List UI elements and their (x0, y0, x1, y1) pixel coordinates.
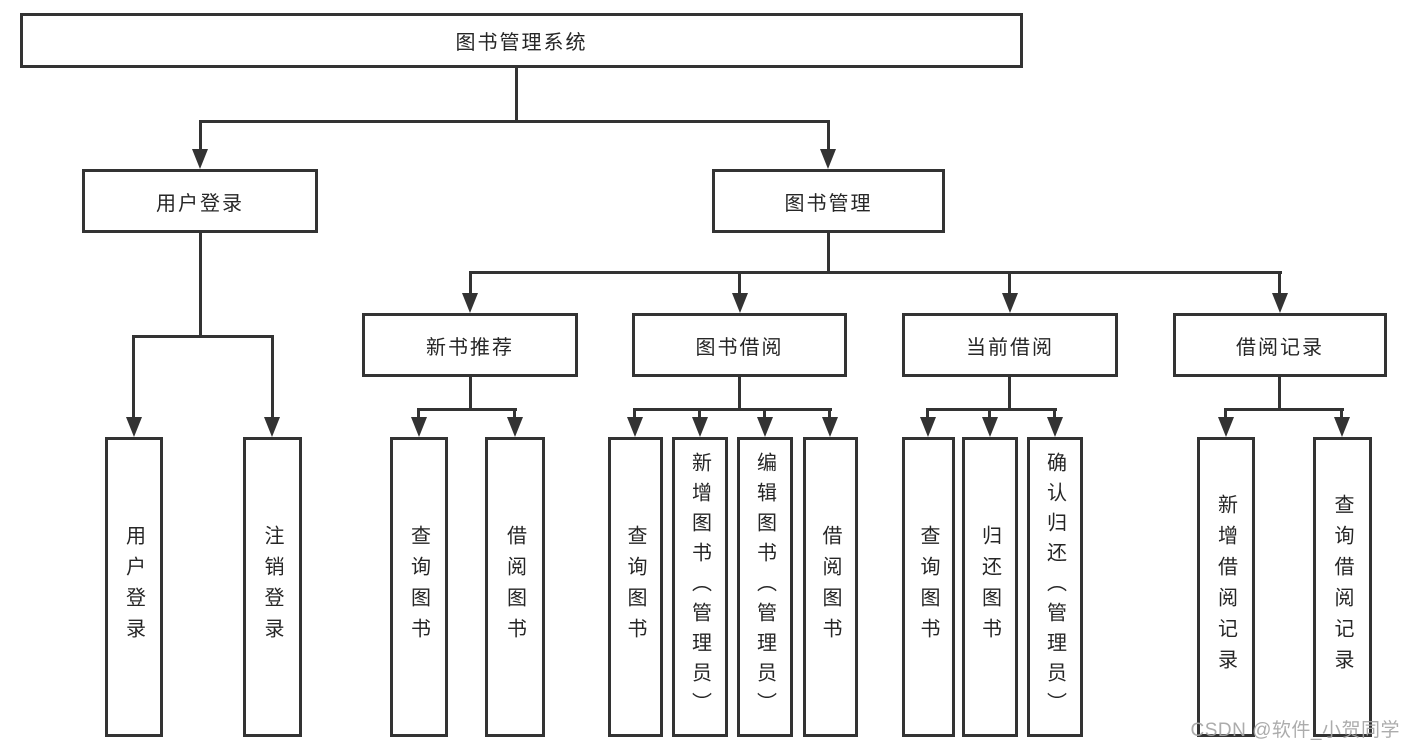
node-new-book-recommendation: 新书推荐 (362, 313, 578, 377)
leaf-confirm-return-admin: 确认归还（管理员） (1027, 437, 1083, 737)
node-borrowing-records: 借阅记录 (1173, 313, 1387, 377)
connector-root-vline (515, 68, 518, 120)
leaf-query-books-1: 查询图书 (390, 437, 448, 737)
connector-current-arrow-line (926, 408, 929, 417)
node-book-management: 图书管理 (712, 169, 945, 233)
node-current-borrowing: 当前借阅 (902, 313, 1118, 377)
connector-bookmgmt-arrow-line (469, 271, 472, 293)
leaf-logout: 注销登录 (243, 437, 302, 737)
connector-userlogin-hline (133, 335, 274, 338)
arrow-down-icon (820, 149, 836, 169)
leaf-query-books-3: 查询图书 (902, 437, 955, 737)
arrow-down-icon (627, 417, 643, 437)
node-label: 查询图书 (407, 525, 430, 649)
connector-borrowing-arrow-line (633, 408, 636, 417)
arrow-down-icon (1334, 417, 1350, 437)
connector-records-arrow-line (1224, 408, 1227, 417)
connector-current-arrow-line (1053, 408, 1056, 417)
connector-records-vline (1278, 377, 1281, 408)
node-label: 借阅图书 (503, 525, 526, 649)
connector-borrowing-arrow-line (828, 408, 831, 417)
leaf-borrow-books-2: 借阅图书 (803, 437, 858, 737)
node-book-borrowing: 图书借阅 (632, 313, 847, 377)
node-label: 注销登录 (261, 525, 283, 649)
connector-userlogin-arrow-line (271, 335, 274, 417)
leaf-borrow-books-1: 借阅图书 (485, 437, 545, 737)
node-label: 借阅记录 (1236, 336, 1324, 359)
connector-userlogin-arrow-line (132, 335, 135, 417)
node-user-login: 用户登录 (82, 169, 318, 233)
csdn-watermark: CSDN @软件_小贺同学 (1190, 720, 1400, 741)
arrow-down-icon (1047, 417, 1063, 437)
arrow-down-icon (920, 417, 936, 437)
connector-root-arrow-line (199, 120, 202, 149)
connector-records-hline (1225, 408, 1344, 411)
node-label: 归还图书 (978, 525, 1001, 649)
arrow-down-icon (411, 417, 427, 437)
arrow-down-icon (757, 417, 773, 437)
leaf-add-borrow-record: 新增借阅记录 (1197, 437, 1255, 737)
arrow-down-icon (192, 149, 208, 169)
connector-current-arrow-line (988, 408, 991, 417)
connector-bookmgmt-arrow-line (1278, 271, 1281, 293)
arrow-down-icon (507, 417, 523, 437)
connector-borrowing-arrow-line (698, 408, 701, 417)
connector-borrowing-hline (634, 408, 832, 411)
leaf-edit-books-admin: 编辑图书（管理员） (737, 437, 793, 737)
leaf-query-books-2: 查询图书 (608, 437, 663, 737)
arrow-down-icon (732, 293, 748, 313)
leaf-user-login: 用户登录 (105, 437, 163, 737)
node-label: 新增图书（管理员） (688, 452, 711, 722)
node-label: 用户登录 (156, 192, 244, 215)
connector-newbook-arrow-line (513, 408, 516, 417)
connector-root-arrow-line (827, 120, 830, 149)
leaf-query-borrow-record: 查询借阅记录 (1313, 437, 1372, 737)
connector-newbook-vline (469, 377, 472, 408)
node-label: 编辑图书（管理员） (753, 452, 776, 722)
node-label: 当前借阅 (966, 336, 1054, 359)
connector-borrowing-vline (738, 377, 741, 408)
connector-newbook-hline (418, 408, 517, 411)
connector-newbook-arrow-line (417, 408, 420, 417)
node-label: 图书管理 (784, 192, 873, 215)
connector-userlogin-vline (199, 233, 202, 335)
connector-bookmgmt-vline (827, 233, 830, 271)
arrow-down-icon (264, 417, 280, 437)
connector-bookmgmt-hline (469, 271, 1282, 274)
node-label: 查询借阅记录 (1331, 494, 1353, 680)
node-label: 查询图书 (917, 525, 939, 649)
node-library-management-system: 图书管理系统 (20, 13, 1023, 68)
connector-current-hline (927, 408, 1057, 411)
node-label: 用户登录 (122, 525, 145, 649)
connector-records-arrow-line (1340, 408, 1343, 417)
arrow-down-icon (822, 417, 838, 437)
connector-bookmgmt-arrow-line (738, 271, 741, 293)
arrow-down-icon (462, 293, 478, 313)
arrow-down-icon (1272, 293, 1288, 313)
node-label: 确认归还（管理员） (1043, 452, 1066, 722)
node-label: 查询图书 (624, 525, 646, 649)
connector-root-hline (199, 120, 830, 123)
arrow-down-icon (692, 417, 708, 437)
connector-borrowing-arrow-line (763, 408, 766, 417)
arrow-down-icon (1002, 293, 1018, 313)
node-label: 借阅图书 (819, 525, 841, 649)
arrow-down-icon (126, 417, 142, 437)
arrow-down-icon (982, 417, 998, 437)
leaf-add-books-admin: 新增图书（管理员） (672, 437, 728, 737)
arrow-down-icon (1218, 417, 1234, 437)
connector-current-vline (1008, 377, 1011, 408)
node-label: 图书管理系统 (455, 32, 588, 54)
connector-bookmgmt-arrow-line (1008, 271, 1011, 293)
leaf-return-books: 归还图书 (962, 437, 1018, 737)
node-label: 新书推荐 (426, 336, 514, 359)
node-label: 新增借阅记录 (1214, 494, 1237, 680)
node-label: 图书借阅 (695, 336, 784, 359)
